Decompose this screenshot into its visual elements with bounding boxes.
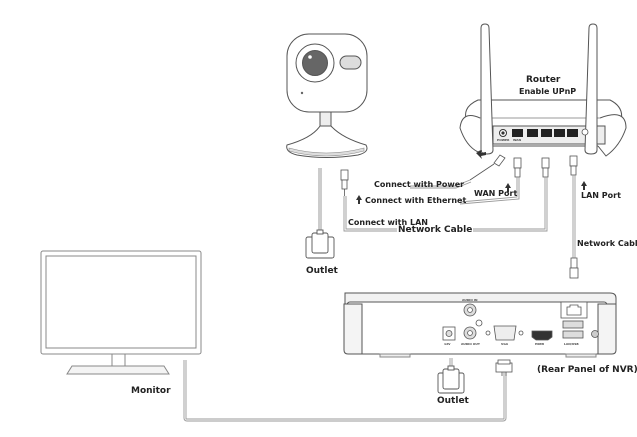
wan-port-label: WAN Port — [474, 189, 518, 198]
nvr-power-label: 12V — [444, 342, 451, 346]
router-title: Router — [526, 75, 561, 85]
wan-arrow-up-icon — [505, 183, 511, 192]
connect-with-power-label: Connect with Power — [374, 180, 465, 189]
nvr-lan-jack — [566, 304, 582, 316]
camera-mic-dot — [300, 91, 304, 95]
router-antenna-left — [480, 23, 494, 155]
monitor-screen — [45, 255, 197, 349]
nvr-audio-out-label: AUDIO OUT — [461, 342, 480, 346]
connect-with-lan-label: Connect with LAN — [348, 218, 428, 227]
router-right-wing — [597, 114, 627, 157]
camera-rj45-connector-icon — [340, 169, 349, 196]
nvr-rj45-connector-icon — [569, 257, 579, 279]
monitor — [40, 250, 202, 375]
camera-power-cable — [318, 168, 322, 233]
monitor-base — [66, 365, 170, 375]
lan-port-label: LAN Port — [581, 191, 621, 200]
lan-arrow-up-icon — [581, 181, 587, 190]
nvr-ground-screw-icon — [475, 319, 483, 327]
monitor-neck — [111, 353, 126, 367]
nvr-audio-out-core — [467, 330, 473, 336]
outlet-nvr-label: Outlet — [437, 396, 469, 406]
nvr — [343, 292, 617, 358]
power-cable — [410, 179, 471, 187]
router-subtitle: Enable UPnP — [519, 87, 577, 96]
nvr-left-foot — [343, 303, 363, 355]
router-port-2[interactable] — [541, 129, 552, 137]
router-port-wan[interactable] — [512, 129, 523, 137]
network-cable-side-label: Network Cable — [577, 239, 637, 248]
nvr-top — [344, 292, 617, 305]
camera-arrow-up-icon — [356, 195, 362, 204]
camera-sensor — [339, 55, 362, 70]
connect-with-ethernet-label: Connect with Ethernet — [365, 196, 467, 205]
nvr-vga-screw-right — [518, 330, 524, 336]
nvr-hdmi-label: HDMI — [535, 342, 545, 346]
nvr-right-foot — [597, 303, 617, 355]
nvr-ground-terminal[interactable] — [591, 330, 599, 338]
ip-camera — [286, 33, 368, 158]
camera-lens-highlight — [308, 55, 312, 59]
camera-base-rim — [288, 147, 365, 157]
camera-neck — [319, 111, 332, 127]
router-port-4[interactable] — [567, 129, 578, 137]
nvr-usb-port-1[interactable] — [562, 320, 584, 329]
vga-cable — [183, 360, 507, 422]
nvr-lan-usb-label: LAN/USB — [564, 342, 579, 346]
monitor-label: Monitor — [131, 386, 171, 396]
wan-rj45-connector-icon — [513, 157, 522, 178]
nvr-bottom-pad-left — [379, 353, 411, 358]
outlet-camera-label: Outlet — [306, 266, 338, 276]
nvr-hdmi-port[interactable] — [531, 330, 553, 341]
nvr-ports — [442, 301, 599, 341]
nvr-bottom-pad-right — [565, 353, 597, 358]
wan-cable — [459, 177, 518, 203]
vga-connector-icon — [495, 359, 513, 376]
network-cable-label: Network Cable — [397, 225, 474, 235]
nvr-audio-in-label: AUDIO IN — [462, 298, 478, 302]
outlet-nvr-icon — [437, 365, 465, 394]
nvr-vga-screw-left — [485, 330, 491, 336]
router-power-pin — [501, 131, 505, 135]
nvr-audio-in-core — [467, 307, 473, 313]
nvr-usb-port-2[interactable] — [562, 330, 584, 339]
power-arrow-icon — [476, 150, 486, 159]
router-ports — [499, 128, 589, 137]
router-port-label-wan: WAN — [513, 138, 522, 142]
router-lan2-rj45-connector-icon — [569, 155, 578, 176]
router-port-3[interactable] — [554, 129, 565, 137]
nvr-vga-label: VGA — [501, 342, 509, 346]
nvr-rear-panel-label: (Rear Panel of NVR) — [537, 365, 637, 375]
router-antenna-right — [584, 23, 598, 155]
router-port-1[interactable] — [527, 129, 538, 137]
router-reset-button[interactable] — [581, 128, 589, 136]
router-power-plug-icon — [469, 154, 506, 181]
router-port-label-power: POWER — [497, 138, 510, 142]
camera-lens-icon — [302, 50, 328, 76]
outlet-camera-icon — [305, 229, 335, 259]
nvr-power-jack — [445, 330, 453, 337]
nvr-vga-port[interactable] — [493, 325, 517, 341]
router-lan1-rj45-connector-icon — [541, 157, 550, 178]
camera-base — [286, 125, 368, 158]
